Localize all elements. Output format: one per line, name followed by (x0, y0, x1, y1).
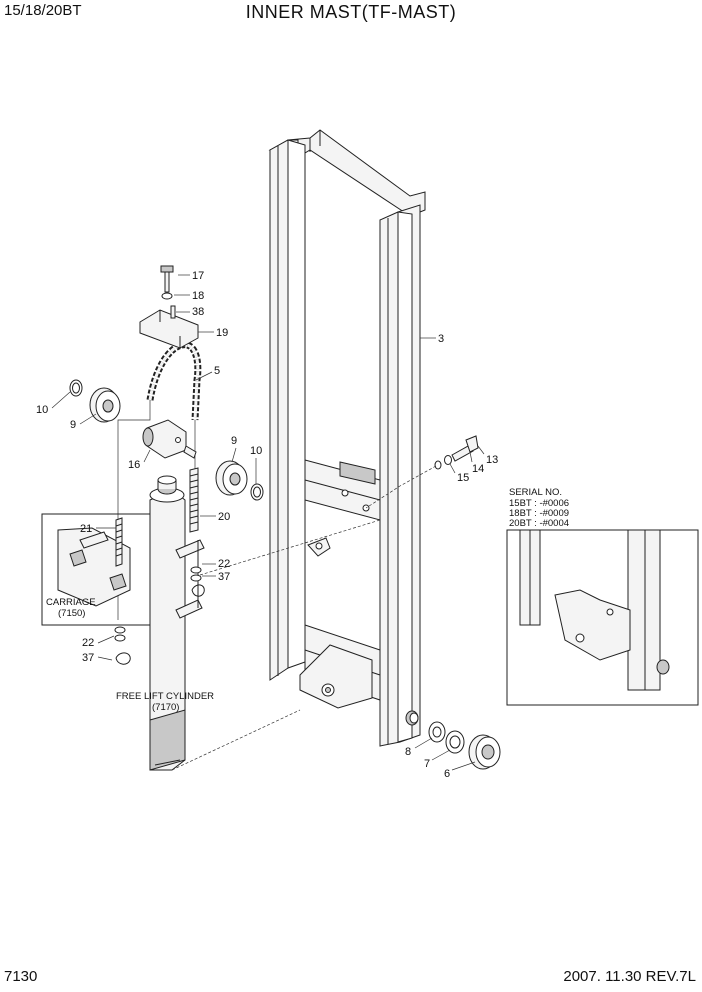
free-lift-cylinder (149, 475, 301, 771)
callout-9-left: 9 (70, 419, 76, 431)
callout-6: 6 (444, 768, 450, 780)
callout-14: 14 (472, 463, 484, 475)
serial-line-20bt: 20BT : -#0004 (509, 518, 569, 529)
callout-3: 3 (438, 333, 444, 345)
serial-line-18bt: 18BT : -#0009 (509, 508, 569, 519)
callout-9-right: 9 (231, 435, 237, 447)
callout-18: 18 (192, 290, 204, 302)
cylinder-label: FREE LIFT CYLINDER (116, 691, 214, 702)
callout-10-left: 10 (36, 404, 48, 416)
chain-anchor-plate (139, 265, 199, 349)
bottom-roller-set (428, 721, 501, 770)
callout-17: 17 (192, 270, 204, 282)
inner-mast-frame (268, 129, 426, 747)
leader-lines (51, 274, 485, 771)
callout-10-right: 10 (250, 445, 262, 457)
page-number: 7130 (4, 968, 38, 985)
left-sheave (69, 379, 121, 423)
serial-heading: SERIAL NO. (509, 487, 562, 498)
model-code: 15/18/20BT (4, 2, 82, 19)
callout-22-left: 22 (82, 637, 94, 649)
callout-37-right: 37 (218, 571, 230, 583)
callout-38: 38 (192, 306, 204, 318)
callout-21: 21 (80, 523, 92, 535)
chain-anchor-bolt (189, 467, 199, 533)
serial-line-15bt: 15BT : -#0006 (509, 498, 569, 509)
carriage-label: CARRIAGE (46, 597, 96, 608)
revision-date: 2007. 11.30 REV.7L (563, 968, 696, 985)
side-bolt-set (365, 435, 479, 509)
cylinder-ref: (7170) (152, 702, 179, 713)
callout-8: 8 (405, 746, 411, 758)
callout-7: 7 (424, 758, 430, 770)
page-title: INNER MAST(TF-MAST) (245, 2, 457, 22)
callout-19: 19 (216, 327, 228, 339)
callout-15: 15 (457, 472, 469, 484)
right-sheave (215, 460, 264, 501)
callout-13: 13 (486, 454, 498, 466)
callout-37-left: 37 (82, 652, 94, 664)
callout-5: 5 (214, 365, 220, 377)
serial-detail-inset (506, 529, 699, 706)
carriage-inset (41, 513, 151, 665)
callout-20: 20 (218, 511, 230, 523)
sheave-axle (142, 419, 197, 459)
carriage-ref: (7150) (58, 608, 85, 619)
bracket-parts (175, 519, 381, 619)
callout-22-right: 22 (218, 558, 230, 570)
callout-16: 16 (128, 459, 140, 471)
